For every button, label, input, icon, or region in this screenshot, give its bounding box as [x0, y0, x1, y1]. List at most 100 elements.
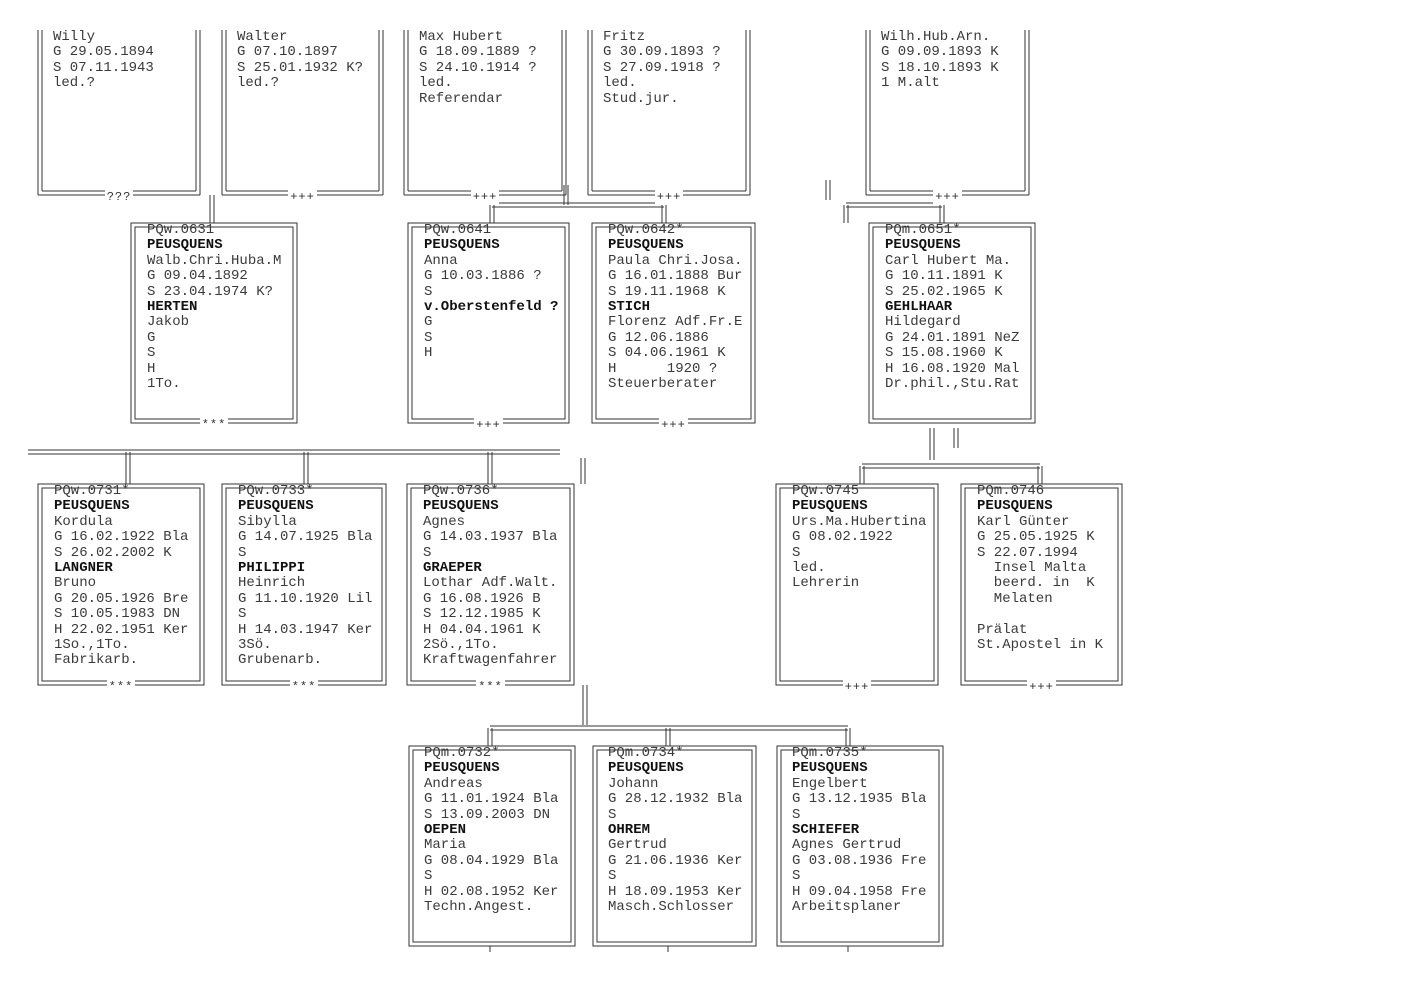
surname-line: PEUSQUENS	[608, 238, 684, 254]
info-line: G 28.12.1932 Bla	[608, 792, 743, 808]
surname-line: PHILIPPI	[238, 560, 306, 576]
person-box-frame	[776, 745, 944, 947]
info-line: Heinrich	[238, 576, 306, 592]
info-line: Lehrerin	[792, 576, 860, 592]
info-line: Willy	[53, 30, 96, 45]
info-line: H	[147, 361, 156, 377]
surname-line: PEUSQUENS	[792, 499, 868, 515]
info-line: H 04.04.1961 K	[423, 622, 541, 638]
info-line: S 25.01.1932 K?	[237, 60, 364, 76]
info-line: G 29.05.1894	[53, 45, 154, 61]
info-line: G 20.05.1926 Bre	[54, 591, 189, 607]
surname-line: OEPEN	[424, 822, 467, 838]
info-line: Stud.jur.	[603, 91, 679, 107]
info-line: G 18.09.1889 ?	[419, 45, 537, 61]
info-line: Hildegard	[885, 315, 961, 331]
info-line: Melaten	[977, 591, 1053, 607]
info-line: G 14.07.1925 Bla	[238, 530, 373, 546]
info-line: Paula Chri.Josa.	[608, 253, 743, 269]
status-marker-text: ***	[106, 680, 136, 694]
info-line: S	[608, 807, 617, 823]
info-line: 1So.,1To.	[54, 637, 130, 653]
info-line: G 03.08.1936 Fre	[792, 853, 927, 869]
info-line: Agnes Gertrud	[792, 838, 902, 854]
info-line: S 26.02.2002 K	[54, 545, 172, 561]
status-marker: ***	[38, 680, 204, 694]
info-line: 2Sö.,1To.	[423, 637, 499, 653]
surname-line: GRAEPER	[423, 560, 482, 576]
info-line: PQw.0641	[424, 223, 492, 238]
info-line: Florenz Adf.Fr.E	[608, 315, 743, 331]
info-line: G 09.09.1893 K	[881, 45, 999, 61]
status-marker: +++	[592, 418, 755, 432]
surname-line: SCHIEFER	[792, 822, 860, 838]
info-line: Insel Malta	[977, 560, 1087, 576]
info-line: G 11.10.1920 Lil	[238, 591, 373, 607]
info-line: PQm.0746	[977, 484, 1045, 499]
person-box-frame-inner	[412, 749, 572, 943]
info-line: Prälat	[977, 622, 1028, 638]
info-line	[977, 607, 1120, 622]
info-line: S 12.12.1985 K	[423, 607, 541, 623]
info-line: Walter	[237, 30, 288, 45]
info-line: 3Sö.	[238, 637, 272, 653]
status-marker: +++	[776, 680, 938, 694]
status-marker: +++	[222, 190, 383, 204]
surname-line: GEHLHAAR	[885, 299, 953, 315]
info-line: PQw.0745	[792, 484, 860, 499]
info-line: G 09.04.1892	[147, 269, 248, 285]
info-line: S	[238, 607, 247, 623]
status-marker-text: +++	[933, 190, 962, 204]
info-line: S	[608, 869, 617, 885]
info-line: G 30.09.1893 ?	[603, 45, 721, 61]
info-line: beerd. in K	[977, 576, 1095, 592]
surname-line: PEUSQUENS	[424, 761, 500, 777]
info-line: H 09.04.1958 Fre	[792, 884, 927, 900]
info-line: PQm.0651*	[885, 223, 961, 238]
person-box-frame-inner	[596, 749, 753, 943]
info-line: led.	[603, 76, 637, 92]
info-line: PQw.0736*	[423, 484, 499, 499]
info-line: Steuerberater	[608, 376, 718, 392]
surname-line: OHREM	[608, 822, 651, 838]
info-line: G 11.01.1924 Bla	[424, 792, 559, 808]
info-line: Wilh.Hub.Arn.	[881, 30, 991, 45]
person-box-frame	[592, 745, 757, 947]
info-line: S 27.09.1918 ?	[603, 60, 721, 76]
surname-line: STICH	[608, 299, 651, 315]
info-line: Agnes	[423, 514, 466, 530]
info-line: Sibylla	[238, 514, 297, 530]
info-line: S 10.05.1983 DN	[54, 607, 181, 623]
info-line: G 14.03.1937 Bla	[423, 530, 558, 546]
info-line: S	[424, 284, 433, 300]
info-line: Techn.Angest.	[424, 899, 534, 915]
info-line: G 08.02.1922	[792, 530, 893, 546]
info-line: G 07.10.1897	[237, 45, 338, 61]
info-line: Fabrikarb.	[54, 653, 139, 669]
info-line: PQm.0732*	[424, 746, 500, 761]
surname-line: PEUSQUENS	[238, 499, 314, 515]
status-marker: ***	[407, 680, 574, 694]
status-marker-text: +++	[659, 418, 688, 432]
person-box-frame-inner	[780, 749, 940, 943]
status-marker-text: +++	[842, 680, 872, 694]
info-line: Maria	[424, 838, 467, 854]
status-marker: +++	[866, 190, 1029, 204]
info-line: H 22.02.1951 Ker	[54, 622, 189, 638]
info-line: G 08.04.1929 Bla	[424, 853, 559, 869]
surname-line: PEUSQUENS	[977, 499, 1053, 515]
info-line: S 13.09.2003 DN	[424, 807, 551, 823]
info-line: G 16.02.1922 Bla	[54, 530, 189, 546]
